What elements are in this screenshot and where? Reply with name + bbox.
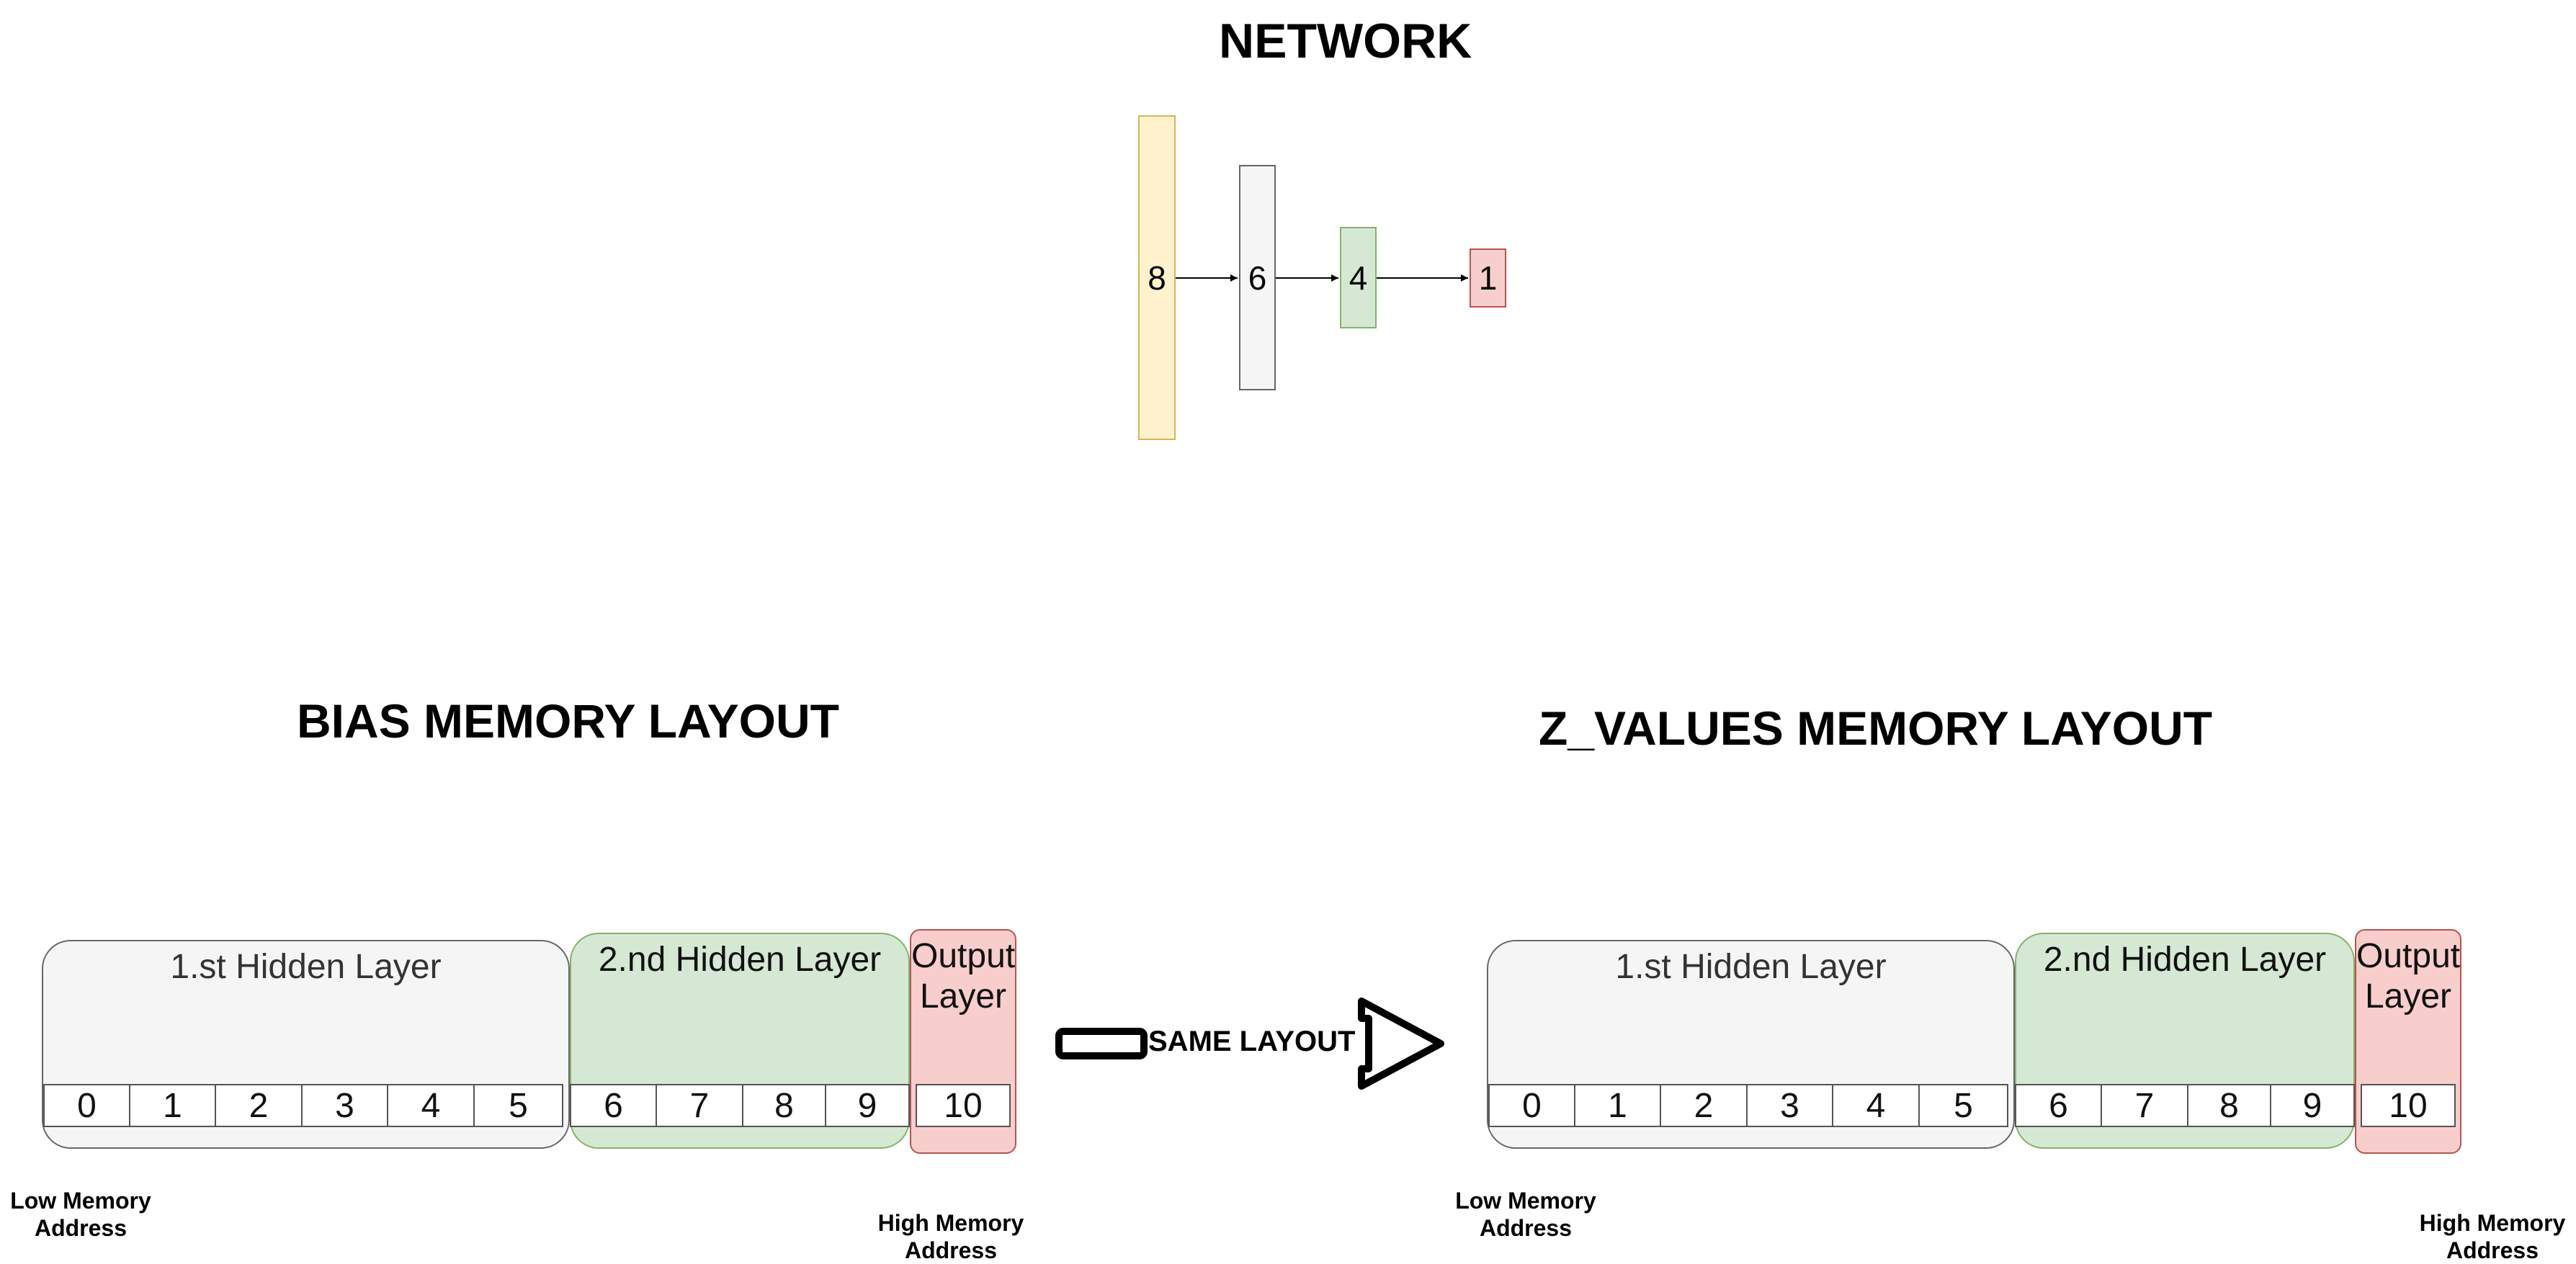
group-label-line-1: Output — [911, 937, 1016, 975]
bias-cell: 3 — [301, 1084, 388, 1127]
bias-cell: 8 — [742, 1084, 826, 1127]
zvalues-low-address-label: Low Memory Address — [1455, 1188, 1596, 1241]
bias-cell: 6 — [570, 1084, 657, 1127]
arrow-shaft — [1055, 1028, 1148, 1059]
group-label-line-2: Layer — [919, 977, 1007, 1016]
network-layer-output: 1 — [1470, 248, 1506, 308]
network-layer-input: 8 — [1138, 115, 1176, 440]
bias-cell: 4 — [387, 1084, 475, 1127]
group-label: 2.nd Hidden Layer — [598, 941, 882, 979]
group-label: 1.st Hidden Layer — [1615, 948, 1887, 986]
network-connections — [1176, 274, 1468, 282]
bias-cell: 10 — [916, 1084, 1011, 1127]
bias-cell: 9 — [825, 1084, 910, 1127]
bias-cell: 2 — [215, 1084, 303, 1127]
zvalues-cell: 10 — [2361, 1084, 2456, 1127]
zvalues-cell: 9 — [2270, 1084, 2355, 1127]
bias-cell: 5 — [473, 1084, 563, 1127]
network-title: NETWORK — [1219, 14, 1472, 68]
zvalues-cell: 2 — [1660, 1084, 1748, 1127]
arrow-head-icon — [1358, 998, 1444, 1090]
zvalues-cell: 8 — [2187, 1084, 2271, 1127]
zvalues-high-address-label: High Memory Address — [2419, 1210, 2566, 1263]
same-layout-label: SAME LAYOUT — [1148, 1026, 1356, 1058]
zvalues-cell: 0 — [1488, 1084, 1575, 1127]
group-label: 1.st Hidden Layer — [170, 948, 442, 986]
zvalues-cell: 5 — [1918, 1084, 2008, 1127]
bias-layout-title: BIAS MEMORY LAYOUT — [297, 694, 839, 748]
zvalues-cell: 7 — [2101, 1084, 2188, 1127]
zvalues-cell: 6 — [2015, 1084, 2102, 1127]
bias-low-address-label: Low Memory Address — [10, 1188, 151, 1241]
bias-cell: 0 — [43, 1084, 130, 1127]
bias-cell: 7 — [656, 1084, 743, 1127]
zvalues-cell: 3 — [1746, 1084, 1833, 1127]
zvalues-cell: 4 — [1832, 1084, 1920, 1127]
bias-cell: 1 — [129, 1084, 216, 1127]
zvalues-layout-title: Z_VALUES MEMORY LAYOUT — [1539, 702, 2213, 755]
network-layer-hidden-2: 4 — [1340, 227, 1377, 328]
group-label-line-2: Layer — [2364, 977, 2452, 1016]
bias-high-address-label: High Memory Address — [877, 1210, 1024, 1263]
same-layout-arrow — [1055, 998, 1444, 1090]
group-label-line-1: Output — [2356, 937, 2461, 975]
group-label: 2.nd Hidden Layer — [2043, 941, 2327, 979]
zvalues-cell: 1 — [1574, 1084, 1661, 1127]
network-layer-hidden-1: 6 — [1239, 165, 1276, 390]
